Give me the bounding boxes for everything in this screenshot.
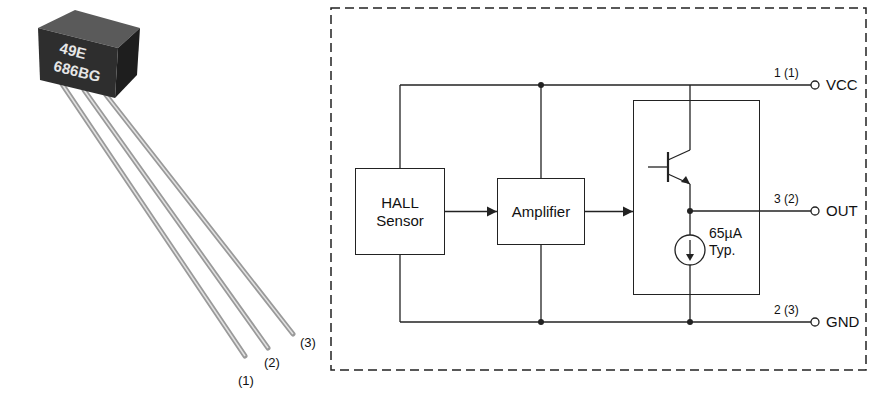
- box-label: Amplifier: [512, 203, 570, 221]
- output-stage-box: 65µA Typ.: [633, 100, 760, 295]
- hall-sensor-box: HALL Sensor: [355, 168, 445, 255]
- housing-outline: [331, 8, 866, 370]
- box-label: HALL Sensor: [369, 194, 431, 230]
- pin-number: (2): [264, 356, 280, 370]
- signal-arrow: [585, 207, 633, 217]
- signal-name: OUT: [826, 203, 858, 220]
- pin-number: 1 (1): [774, 67, 799, 80]
- signal-name: VCC: [826, 77, 858, 94]
- sensor-package: [38, 10, 293, 356]
- signal-name: GND: [826, 314, 859, 331]
- wiring: [400, 81, 819, 326]
- signal-arrow: [445, 207, 497, 217]
- pin-number: 3 (2): [774, 193, 799, 206]
- arrowhead: [487, 207, 497, 217]
- current-label: 65µA Typ.: [709, 225, 755, 259]
- arrowhead: [623, 207, 633, 217]
- pin-number: (1): [238, 374, 254, 388]
- pin-number: 2 (3): [774, 304, 799, 317]
- pin-number: (3): [300, 336, 316, 350]
- amplifier-box: Amplifier: [497, 178, 585, 245]
